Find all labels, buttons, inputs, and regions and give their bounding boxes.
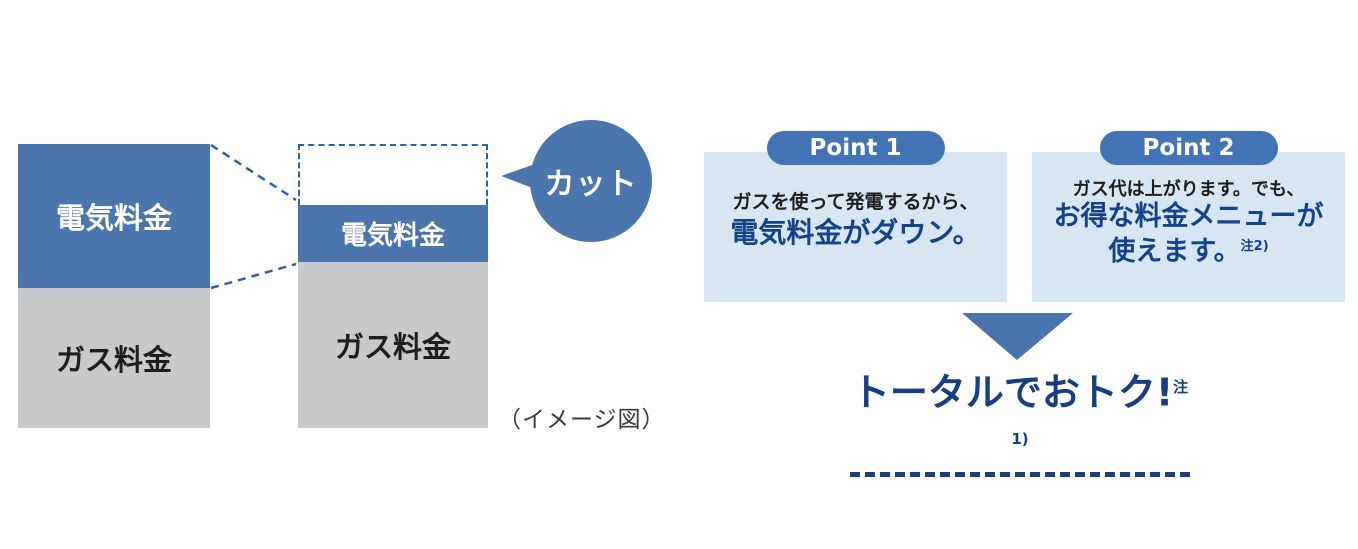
conclusion-main-text: トータルでおトク! xyxy=(851,370,1174,415)
point2-line2: お得な料金メニューが xyxy=(1053,201,1324,232)
point2-footnote-marker: 注2) xyxy=(1240,239,1269,254)
before-electricity-segment: 電気料金 xyxy=(18,144,210,288)
cut-speech-bubble: カット xyxy=(530,120,652,242)
point1-line2: 電気料金がダウン。 xyxy=(730,216,981,249)
after-electricity-label: 電気料金 xyxy=(340,221,445,251)
point2-card: Point 2 ガス代は上がります。でも、 お得な料金メニューが 使えます。注2… xyxy=(1032,131,1345,302)
down-arrow-icon xyxy=(962,313,1073,360)
conclusion-footnote-marker: 注1) xyxy=(1011,378,1189,448)
point2-line1: ガス代は上がります。でも、 xyxy=(1072,179,1305,200)
image-diagram-caption: （イメージ図） xyxy=(498,407,666,433)
conclusion-text: トータルでおトク!注1) xyxy=(850,364,1190,478)
after-cost-bar: 電気料金 ガス料金 xyxy=(298,144,488,428)
point1-line1: ガスを使って発電するから、 xyxy=(732,191,979,213)
before-cost-bar: 電気料金 ガス料金 xyxy=(18,144,210,428)
before-electricity-label: 電気料金 xyxy=(55,201,172,235)
before-gas-segment: ガス料金 xyxy=(18,288,210,428)
point2-line3: 使えます。注2) xyxy=(1032,232,1345,267)
after-gas-label: ガス料金 xyxy=(334,330,451,364)
point2-badge: Point 2 xyxy=(1099,131,1278,165)
upper-dashed-connector-line xyxy=(210,143,297,202)
lower-dashed-connector-line xyxy=(210,262,297,290)
after-electricity-segment: 電気料金 xyxy=(298,205,488,262)
cut-bubble-label: カット xyxy=(544,167,638,202)
point1-badge: Point 1 xyxy=(766,131,945,165)
before-gas-label: ガス料金 xyxy=(55,343,172,377)
cut-portion-dashed-box xyxy=(298,144,488,205)
point1-card: Point 1 ガスを使って発電するから、 電気料金がダウン。 xyxy=(704,131,1007,302)
after-gas-segment: ガス料金 xyxy=(298,262,488,428)
point2-line3-text: 使えます。 xyxy=(1108,236,1241,267)
